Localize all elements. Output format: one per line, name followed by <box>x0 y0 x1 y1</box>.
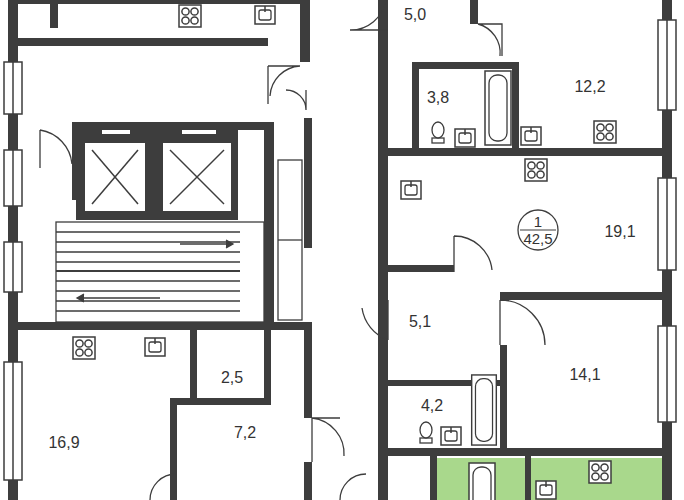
windows <box>4 20 676 480</box>
room-area: 5,1 <box>407 313 433 331</box>
walls <box>8 0 672 500</box>
doors <box>40 0 545 500</box>
room-area: 2,5 <box>219 369 245 387</box>
room-area: 14,1 <box>567 366 602 384</box>
fixtures <box>73 5 616 500</box>
apartment-number: 1 <box>534 213 542 230</box>
apartment-marker: 142,5 <box>517 209 559 251</box>
room-area: 4,2 <box>419 397 445 415</box>
room-area: 12,2 <box>572 78 607 96</box>
room-area: 16,9 <box>46 434 81 452</box>
stairs <box>56 160 302 322</box>
room-area: 7,2 <box>232 424 258 442</box>
apartment-area: 42,5 <box>523 230 552 247</box>
room-area: 5,0 <box>402 6 428 24</box>
elevators <box>84 130 232 212</box>
room-area: 19,1 <box>602 223 637 241</box>
room-area: 3,8 <box>425 89 451 107</box>
